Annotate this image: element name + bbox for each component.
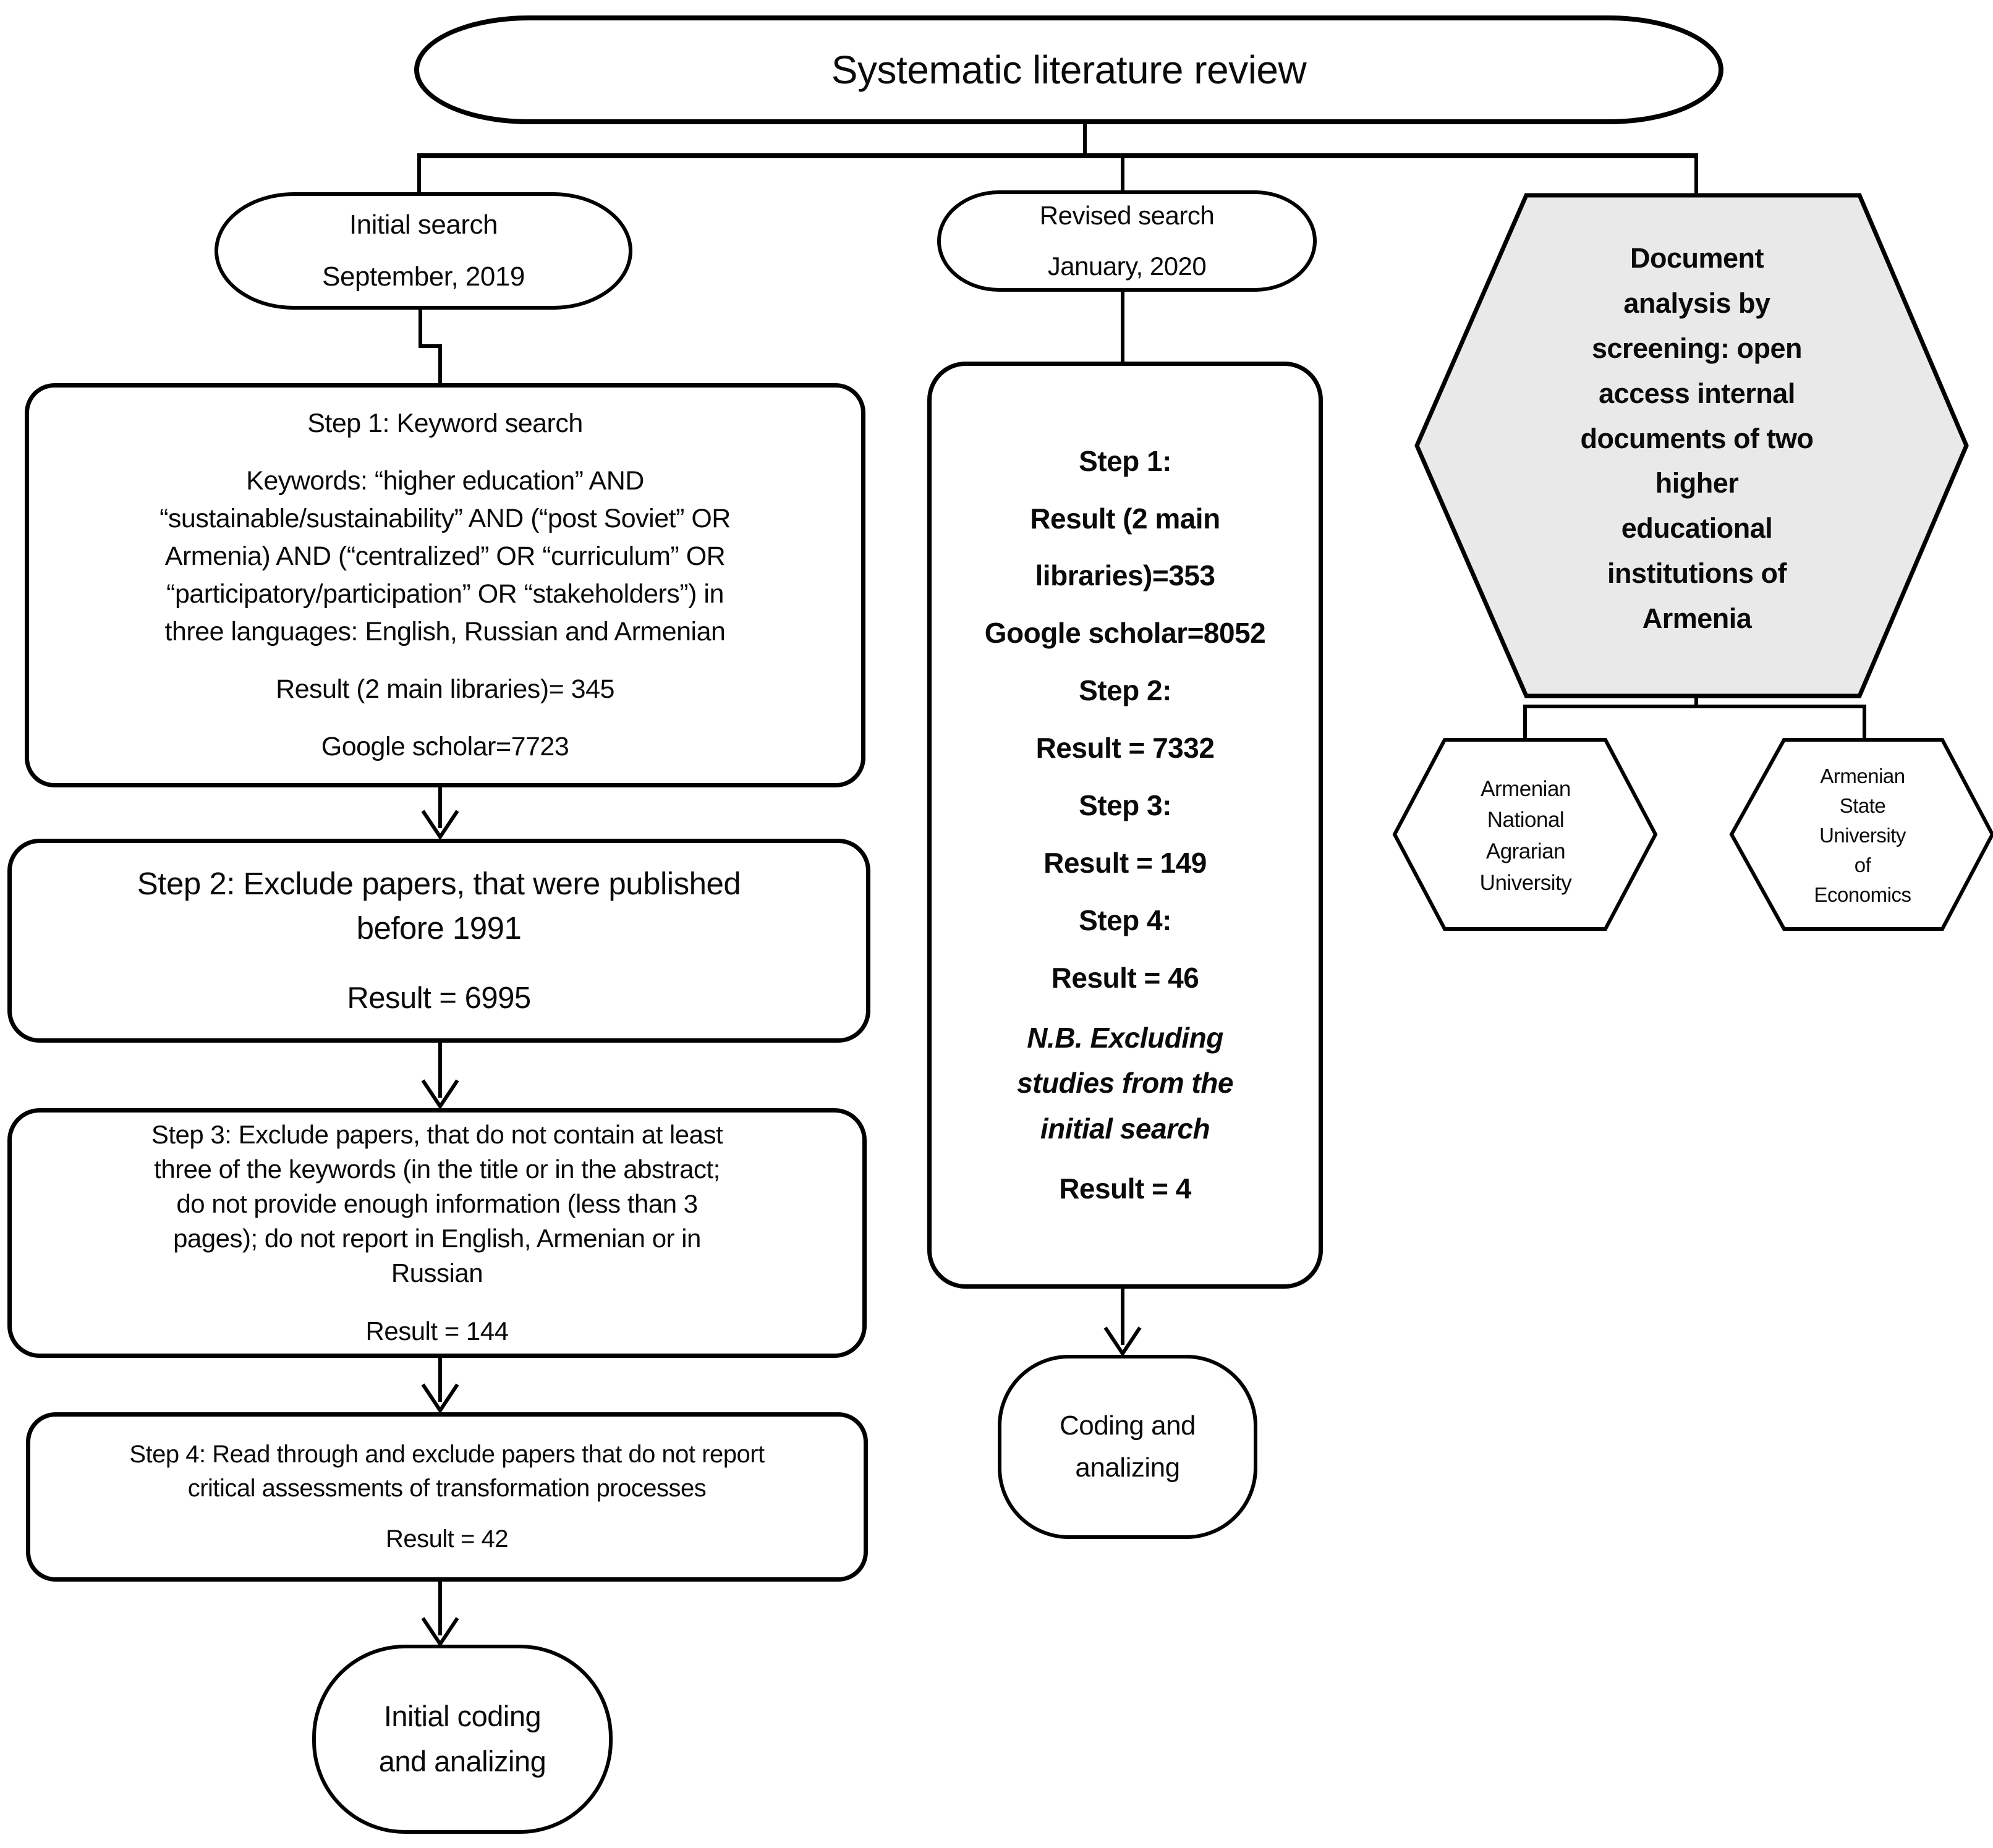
step1-result-libraries: Result (2 main libraries)= 345 [276,674,614,705]
revised-step4-label: Step 4: [1079,904,1171,936]
step2-box: Step 2: Exclude papers, that were publis… [7,839,870,1043]
revised-step2-label: Step 2: [1079,674,1171,707]
step2-result: Result = 6995 [347,981,531,1015]
revised-step3-result: Result = 149 [1043,846,1207,879]
revised-search-label: Revised search January, 2020 [1039,201,1215,281]
university1-label: Armenian National Agrarian University [1479,776,1572,895]
document-analysis-label: Document analysis by screening: open acc… [1580,242,1814,635]
university2-hexagon [1729,738,1993,931]
coding-node: Coding and analizing [998,1355,1257,1539]
revised-step1-label: Step 1: [1079,444,1171,477]
arrow-step3-step4-head [421,1383,459,1414]
step1-keywords: Keywords: “higher education” AND “sustai… [159,465,731,647]
university2-label: Armenian State University of Economics [1814,765,1911,906]
step1-result-scholar: Google scholar=7723 [321,732,569,762]
initial-coding-node: Initial coding and analizing [312,1645,613,1834]
revised-nb-result: Result = 4 [1059,1172,1191,1205]
revised-step4-result: Result = 46 [1051,961,1199,994]
revised-nb-note: N.B. Excluding studies from the initial … [1017,1021,1233,1145]
step4-text: Step 4: Read through and exclude papers … [129,1441,765,1503]
revised-step3-label: Step 3: [1079,789,1171,822]
step4-result: Result = 42 [386,1525,508,1553]
revised-step1-scholar: Google scholar=8052 [984,617,1266,650]
step3-text: Step 3: Exclude papers, that do not cont… [151,1120,723,1287]
revised-step1-result: Result (2 main libraries)=353 [1030,502,1220,592]
step3-result: Result = 144 [365,1316,509,1346]
revised-steps-box: Step 1: Result (2 main libraries)=353 Go… [927,362,1323,1289]
arrow-step2-step3-head [421,1079,459,1110]
start-node: Systematic literature review [414,15,1723,124]
initial-search-label: Initial search September, 2019 [322,210,525,292]
initial-coding-label: Initial coding and analizing [378,1700,546,1778]
revised-step2-result: Result = 7332 [1035,732,1215,765]
connector-lines [417,124,1866,1648]
initial-search-node: Initial search September, 2019 [215,192,632,310]
step1-title: Step 1: Keyword search [307,408,583,438]
university1-hexagon [1392,738,1658,931]
arrow-step1-step2-head [421,810,459,841]
step1-box: Step 1: Keyword search Keywords: “higher… [25,383,865,787]
arrow-step4-terminal-head [421,1617,459,1648]
document-analysis-hexagon [1414,193,1969,698]
connector-initial-step1 [419,308,442,384]
step3-box: Step 3: Exclude papers, that do not cont… [7,1108,867,1358]
coding-label: Coding and analizing [1059,1410,1196,1483]
step2-text: Step 2: Exclude papers, that were publis… [137,866,741,946]
revised-search-node: Revised search January, 2020 [937,190,1317,292]
step4-box: Step 4: Read through and exclude papers … [26,1412,868,1582]
page-title: Systematic literature review [831,48,1307,92]
arrow-revised-terminal-head [1103,1326,1142,1357]
